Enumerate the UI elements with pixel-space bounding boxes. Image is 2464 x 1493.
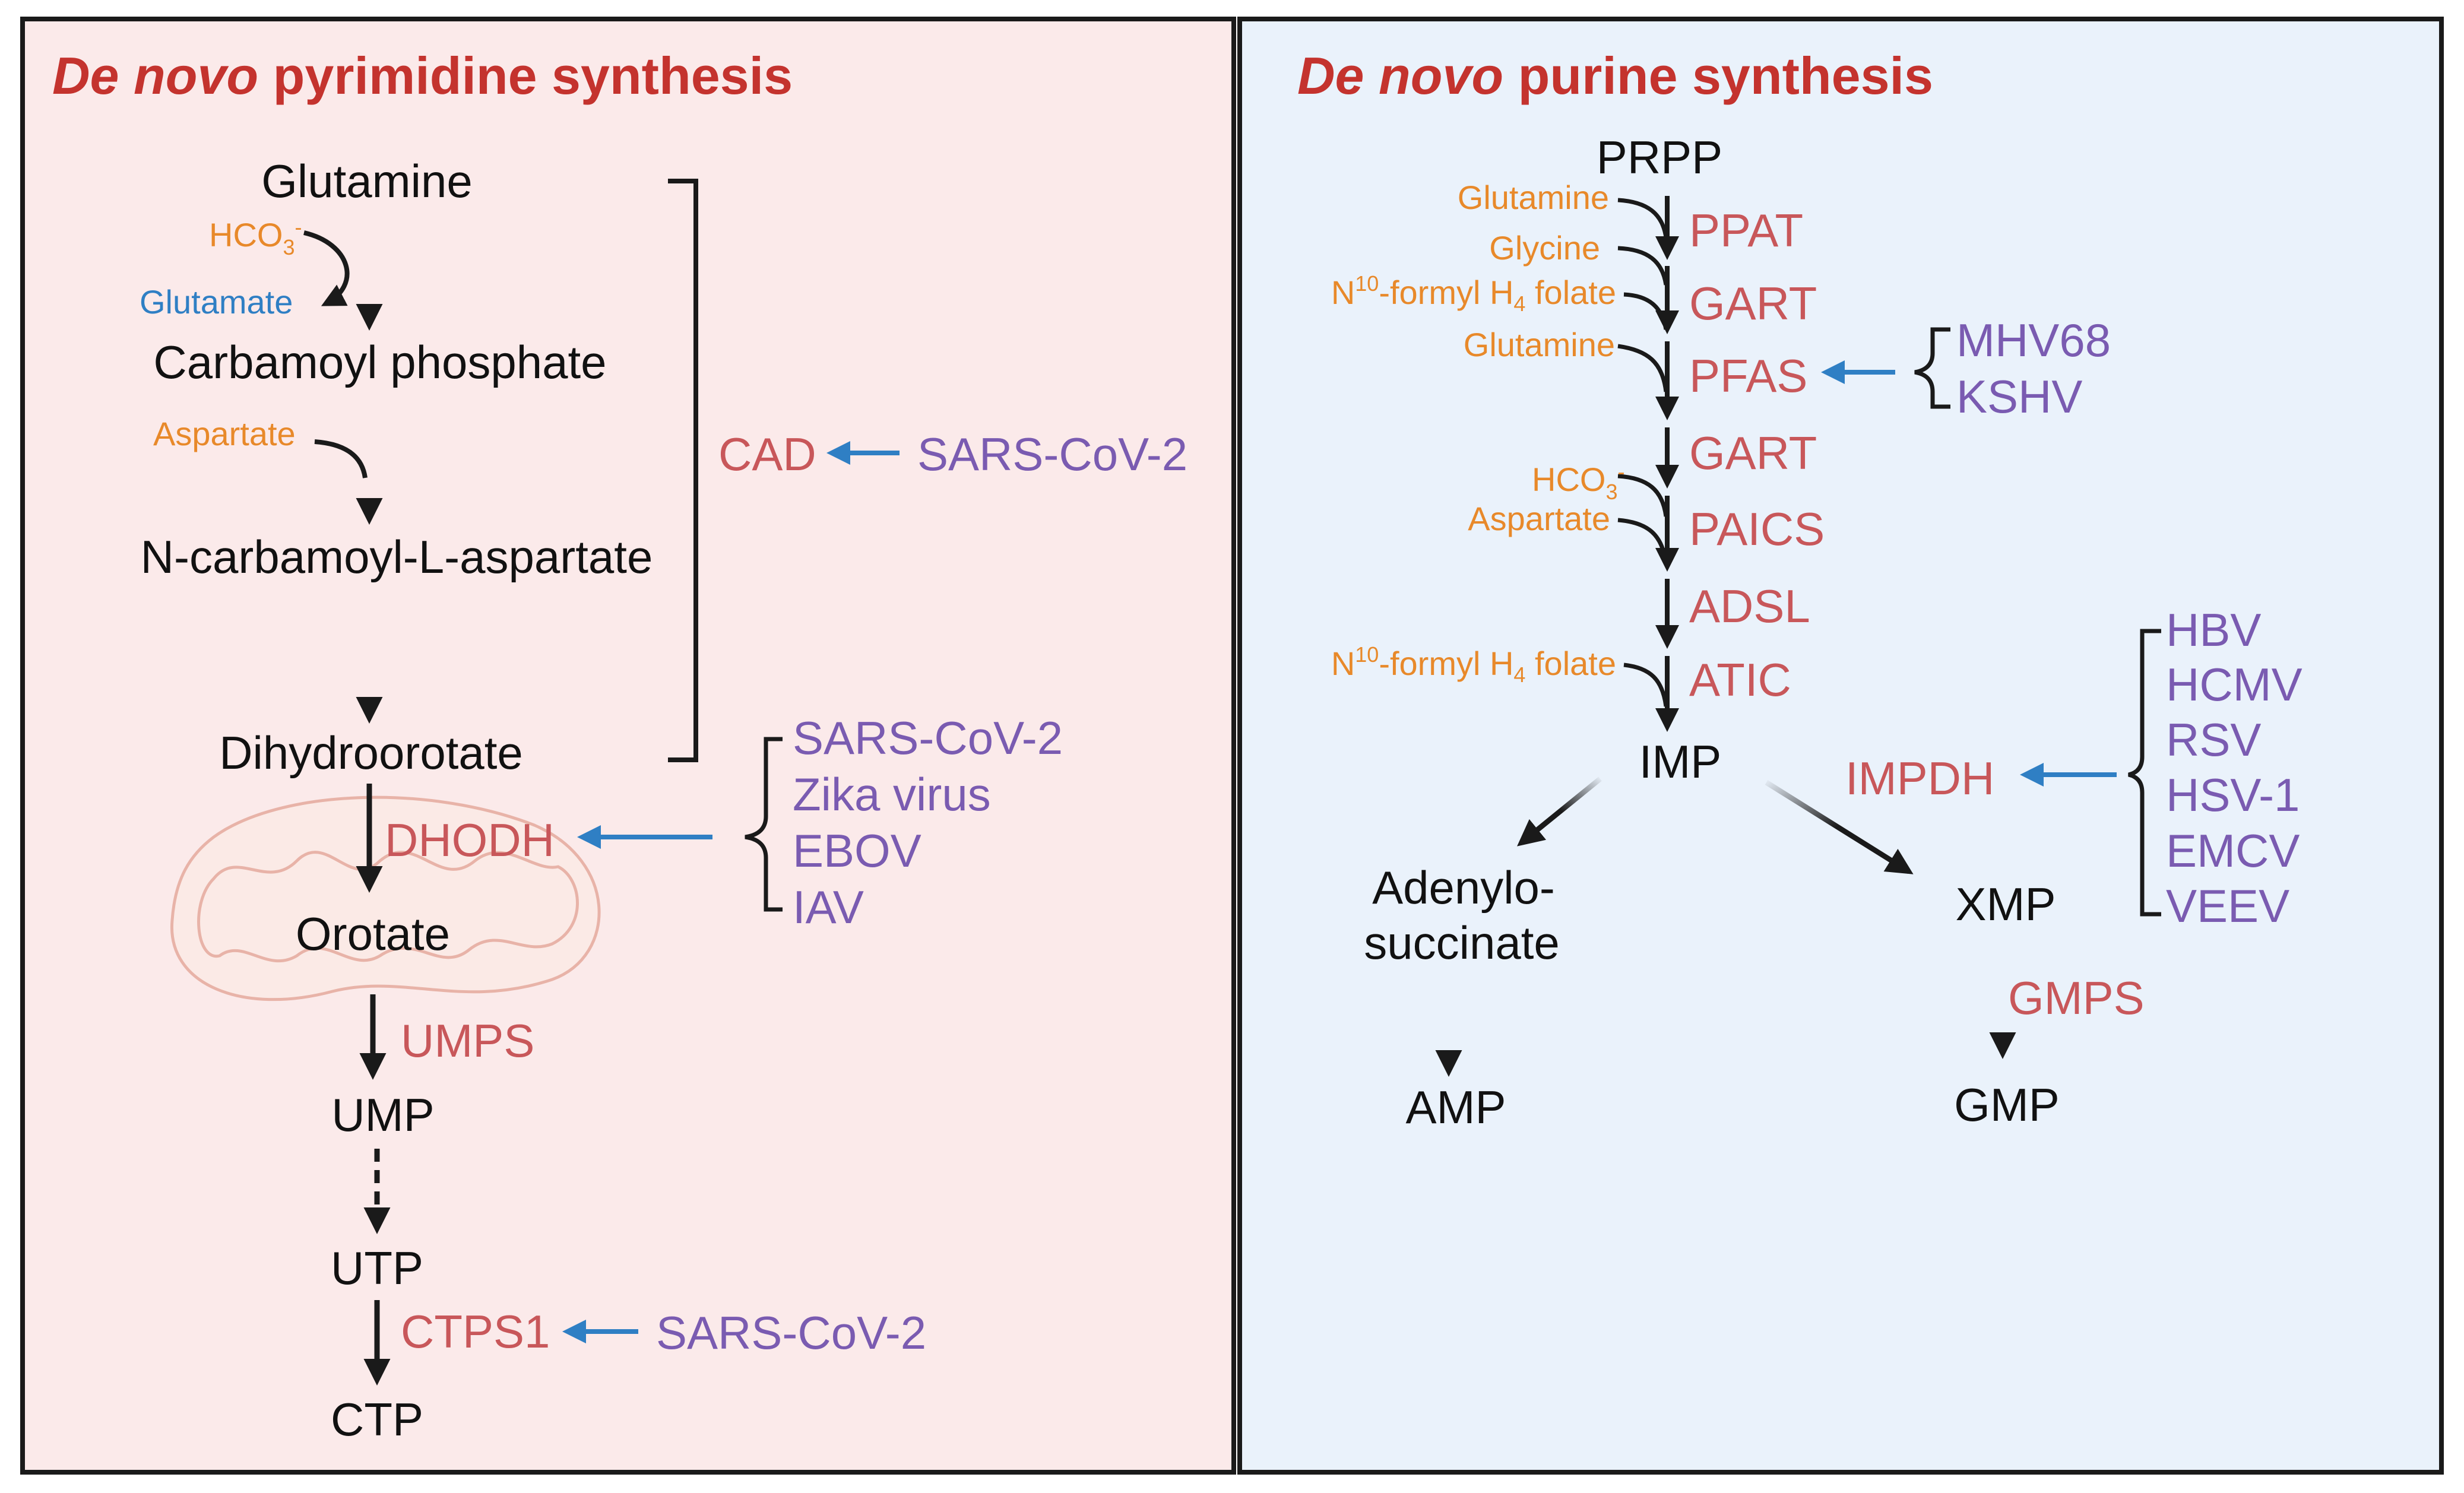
enzyme-pfas: PFAS [1689, 350, 1807, 402]
dhodh-virus-bracket [745, 737, 783, 912]
virus-impdh-5: EMCV [2166, 825, 2300, 877]
substrate-glutamine-2: Glutamine [1464, 326, 1615, 363]
virus-cad: SARS-CoV-2 [917, 428, 1187, 480]
metabolite-orotate: Orotate [296, 908, 450, 960]
metabolite-adenylosuccinate-line1: Adenylo- [1372, 861, 1555, 914]
left-panel [20, 17, 1236, 1475]
virus-dhodh-3: EBOV [793, 825, 921, 877]
side-hco3: HCO3- [209, 215, 302, 259]
arrow-aspartate-side [314, 439, 368, 478]
metabolite-prpp: PRPP [1597, 131, 1722, 183]
pfas-virus-bracket [1914, 327, 1950, 409]
virus-dhodh-1: SARS-CoV-2 [793, 712, 1063, 764]
substrate-glutamine-1: Glutamine [1458, 179, 1609, 216]
virus-impdh-6: VEEV [2166, 880, 2289, 932]
left-panel-title: De novo pyrimidine synthesis [52, 46, 793, 105]
metabolite-adenylosuccinate-line2: succinate [1364, 917, 1560, 969]
substrate-glycine: Glycine [1489, 229, 1600, 267]
substrate-hco3: HCO3- [1532, 459, 1624, 504]
enzyme-ppat: PPAT [1689, 204, 1803, 256]
mitochondrion-icon [170, 795, 601, 1001]
right-panel [1237, 17, 2444, 1475]
metabolite-ump: UMP [331, 1089, 434, 1141]
metabolite-ctp: CTP [331, 1393, 423, 1446]
side-glutamate: Glutamate [140, 283, 293, 321]
cad-bracket [668, 179, 698, 762]
substrate-aspartate: Aspartate [1468, 500, 1610, 537]
enzyme-gart-1: GART [1689, 277, 1817, 329]
metabolite-utp: UTP [331, 1242, 423, 1294]
enzyme-dhodh: DHODH [385, 814, 555, 866]
enzyme-ctps1: CTPS1 [401, 1305, 550, 1358]
virus-impdh-4: HSV-1 [2166, 769, 2300, 821]
enzyme-adsl: ADSL [1689, 580, 1810, 632]
metabolite-gmp: GMP [1954, 1079, 2060, 1131]
enzyme-gmps: GMPS [2008, 972, 2145, 1024]
virus-impdh-2: HCMV [2166, 658, 2303, 711]
side-aspartate: Aspartate [153, 415, 296, 452]
virus-dhodh-4: IAV [793, 881, 864, 933]
enzyme-atic: ATIC [1689, 654, 1791, 706]
arrow-imp-to-xmp [1765, 780, 1914, 874]
substrate-curves [1617, 198, 1668, 707]
impdh-virus-bracket [2128, 629, 2161, 917]
enzyme-paics: PAICS [1689, 503, 1825, 555]
metabolite-glutamine: Glutamine [261, 155, 473, 207]
arrow-hco3-side [303, 230, 350, 306]
metabolite-dihydroorotate: Dihydroorotate [219, 727, 523, 779]
metabolite-carbamoyl-phosphate: Carbamoyl phosphate [153, 336, 606, 388]
virus-dhodh-2: Zika virus [793, 768, 991, 820]
metabolite-xmp: XMP [1955, 878, 2056, 930]
virus-pfas-2: KSHV [1956, 370, 2082, 423]
metabolite-n-carbamoyl-l-aspartate: N-carbamoyl-L-aspartate [141, 531, 653, 583]
enzyme-cad: CAD [718, 428, 816, 480]
metabolite-imp: IMP [1639, 736, 1722, 788]
enzyme-gart-2: GART [1689, 427, 1817, 479]
enzyme-impdh: IMPDH [1845, 752, 1994, 804]
virus-pfas-1: MHV68 [1956, 314, 2111, 366]
virus-impdh-3: RSV [2166, 714, 2261, 766]
right-panel-title: De novo purine synthesis [1297, 46, 1933, 105]
virus-ctps1: SARS-CoV-2 [656, 1307, 926, 1359]
enzyme-umps: UMPS [401, 1015, 534, 1067]
virus-impdh-1: HBV [2166, 604, 2261, 656]
arrow-imp-to-adenylosuccinate [1517, 776, 1602, 847]
metabolite-amp: AMP [1405, 1081, 1506, 1133]
substrate-n10-folate-2: N10-formyl H4 folate [1331, 642, 1616, 687]
substrate-n10-folate-1: N10-formyl H4 folate [1331, 271, 1616, 316]
